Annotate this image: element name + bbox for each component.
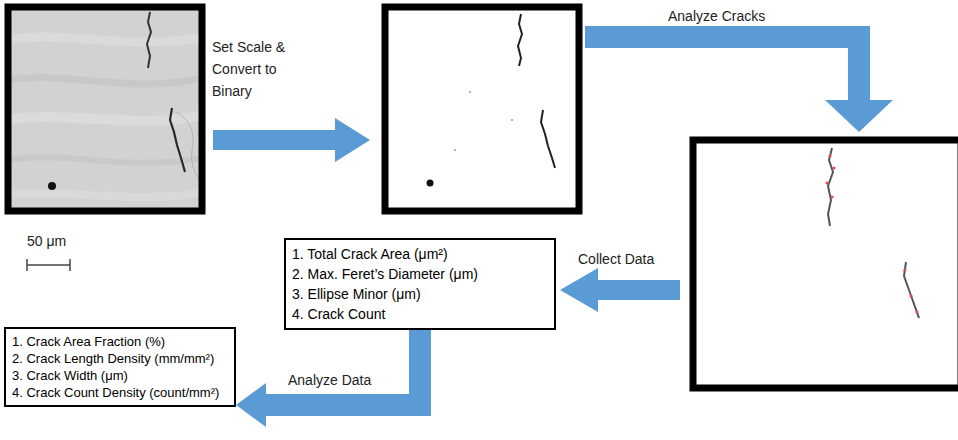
process-arrow bbox=[213, 118, 370, 162]
list-item: 3. Ellipse Minor (μm) bbox=[292, 284, 548, 304]
list-item: 4. Crack Count bbox=[292, 304, 548, 324]
process-arrow bbox=[585, 26, 893, 132]
scale-bar bbox=[27, 259, 70, 271]
micrograph-binary bbox=[385, 7, 579, 211]
micrograph-original bbox=[8, 7, 202, 211]
list-item: 1. Crack Area Fraction (%) bbox=[12, 333, 228, 350]
arrow-head bbox=[236, 383, 266, 427]
micrograph-analyzed bbox=[693, 140, 958, 388]
scale-label: 50 μm bbox=[27, 230, 66, 252]
list-item: 3. Crack Width (μm) bbox=[12, 367, 228, 384]
data-list-box: 1. Crack Area Fraction (%)2. Crack Lengt… bbox=[4, 327, 236, 407]
list-item: 4. Crack Count Density (count/mm²) bbox=[12, 384, 228, 401]
list-item: 1. Total Crack Area (μm²) bbox=[292, 244, 548, 264]
step-label: Analyze Data bbox=[286, 372, 373, 389]
step-label: Analyze Cracks bbox=[668, 5, 765, 27]
process-arrow bbox=[236, 330, 420, 427]
step-label: Set Scale & Convert to Binary bbox=[212, 36, 300, 102]
process-arrow bbox=[560, 268, 680, 312]
arrow-shaft bbox=[266, 330, 420, 405]
data-list-box: 1. Total Crack Area (μm²)2. Max. Feret’s… bbox=[284, 238, 556, 330]
list-item: 2. Crack Length Density (mm/mm²) bbox=[12, 350, 228, 367]
list-item: 2. Max. Feret’s Diameter (μm) bbox=[292, 264, 548, 284]
step-label: Collect Data bbox=[578, 248, 654, 270]
